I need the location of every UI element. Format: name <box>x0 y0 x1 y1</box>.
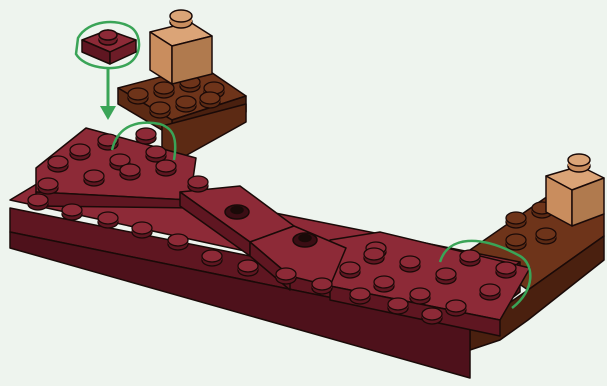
stud <box>410 288 430 304</box>
stud <box>120 164 140 180</box>
stud <box>200 92 220 108</box>
callout-part-1x1-plate <box>76 22 139 68</box>
stud <box>188 176 208 192</box>
stud <box>506 212 526 228</box>
down-arrow-icon <box>100 68 116 120</box>
stud <box>350 288 370 304</box>
stud <box>536 228 556 244</box>
stud <box>276 268 296 284</box>
stud <box>480 284 500 300</box>
left-tan-brick <box>150 10 212 84</box>
stud <box>62 204 82 220</box>
stud <box>388 298 408 314</box>
stud <box>168 234 188 250</box>
stud <box>374 276 394 292</box>
stud <box>128 88 148 104</box>
stud <box>156 160 176 176</box>
stud <box>132 222 152 238</box>
stud <box>460 250 480 266</box>
right-tan-brick <box>546 154 604 226</box>
stud <box>176 96 196 112</box>
stud <box>38 178 58 194</box>
stud <box>446 300 466 316</box>
stud <box>48 156 68 172</box>
stud <box>136 128 156 144</box>
stud <box>506 234 526 250</box>
stud <box>436 268 456 284</box>
stud <box>150 102 170 118</box>
stud <box>70 144 90 160</box>
stud <box>422 308 442 324</box>
stud <box>154 82 174 98</box>
stud <box>202 250 222 266</box>
stud <box>364 248 384 264</box>
stud <box>238 260 258 276</box>
stud <box>84 170 104 186</box>
stud <box>312 278 332 294</box>
stud <box>340 262 360 278</box>
stud <box>400 256 420 272</box>
stud <box>28 194 48 210</box>
stud <box>98 212 118 228</box>
stud <box>496 262 516 278</box>
